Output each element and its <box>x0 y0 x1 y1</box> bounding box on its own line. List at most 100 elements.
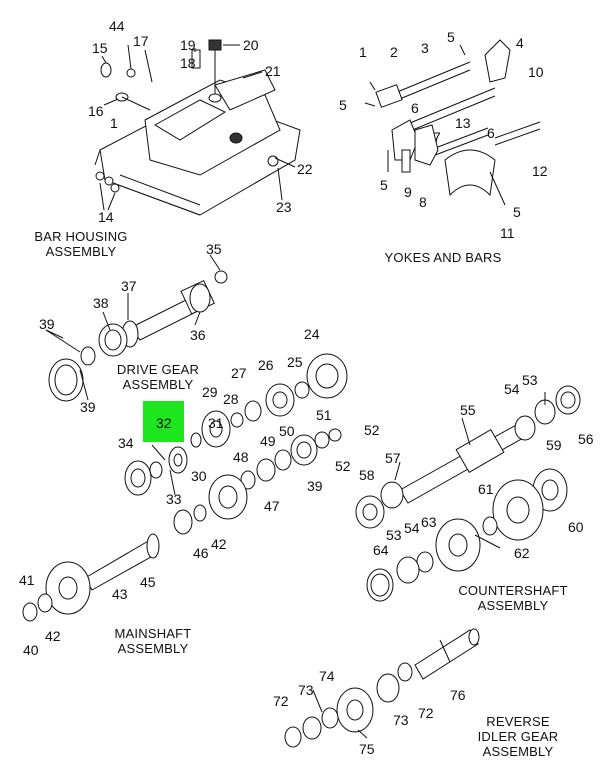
callout[interactable]: 11 <box>500 225 515 241</box>
callout[interactable]: 29 <box>202 384 218 400</box>
mainshaft-illustration <box>22 353 348 622</box>
callout[interactable]: 9 <box>404 184 412 200</box>
callout[interactable]: 57 <box>385 450 401 466</box>
callout[interactable]: 30 <box>191 468 207 484</box>
callout[interactable]: 36 <box>190 327 206 343</box>
callout[interactable]: 4 <box>516 35 524 51</box>
callout[interactable]: 17 <box>133 33 149 49</box>
callout[interactable]: 45 <box>140 574 156 590</box>
callout[interactable]: 18 <box>180 55 196 71</box>
yokes-bars-title: YOKES AND BARS <box>380 250 506 265</box>
callout[interactable]: 34 <box>118 435 134 451</box>
callout[interactable]: 13 <box>455 115 471 131</box>
callout[interactable]: 60 <box>568 519 584 535</box>
callout[interactable]: 6 <box>487 125 495 141</box>
callout[interactable]: 42 <box>45 628 61 644</box>
callout[interactable]: 8 <box>419 194 427 210</box>
callout[interactable]: 54 <box>504 381 520 397</box>
callout[interactable]: 63 <box>421 514 437 530</box>
callout[interactable]: 47 <box>264 498 280 514</box>
bar-housing-title: BAR HOUSING ASSEMBLY <box>28 229 134 259</box>
callout[interactable]: 19 <box>180 37 196 53</box>
callout[interactable]: 62 <box>514 545 530 561</box>
callout[interactable]: 39 <box>307 478 323 494</box>
bar-housing-title-line2: ASSEMBLY <box>45 244 117 259</box>
callout[interactable]: 32 <box>156 415 172 431</box>
drive-gear-title-line2: ASSEMBLY <box>122 377 194 392</box>
callout[interactable]: 16 <box>88 103 104 119</box>
callout[interactable]: 73 <box>298 682 314 698</box>
callout[interactable]: 73 <box>393 712 409 728</box>
callout[interactable]: 55 <box>460 402 476 418</box>
callout[interactable]: 5 <box>380 177 388 193</box>
callout[interactable]: 3 <box>421 40 429 56</box>
callout[interactable]: 75 <box>359 741 375 757</box>
callout[interactable]: 39 <box>80 399 96 415</box>
callout[interactable]: 72 <box>273 693 289 709</box>
drive-gear-title-line1: DRIVE GEAR <box>116 362 200 377</box>
callout[interactable]: 49 <box>260 433 276 449</box>
mainshaft-title-line2: ASSEMBLY <box>117 641 189 656</box>
callout[interactable]: 25 <box>287 354 303 370</box>
callout[interactable]: 51 <box>316 407 332 423</box>
callout[interactable]: 35 <box>206 241 222 257</box>
callout[interactable]: 14 <box>98 209 114 225</box>
callout[interactable]: 27 <box>231 365 247 381</box>
callout[interactable]: 22 <box>297 161 313 177</box>
callout[interactable]: 38 <box>93 295 109 311</box>
callout[interactable]: 53 <box>386 527 402 543</box>
callout[interactable]: 7 <box>433 129 441 145</box>
countershaft-title-line1: COUNTERSHAFT <box>458 583 568 598</box>
callout[interactable]: 5 <box>339 97 347 113</box>
callout[interactable]: 15 <box>92 40 108 56</box>
callout[interactable]: 37 <box>121 278 137 294</box>
callout[interactable]: 2 <box>390 44 398 60</box>
callout[interactable]: 53 <box>522 372 538 388</box>
callout[interactable]: 54 <box>404 520 420 536</box>
callout[interactable]: 52 <box>364 422 380 438</box>
callout[interactable]: 5 <box>513 204 521 220</box>
callout[interactable]: 48 <box>233 449 249 465</box>
callout[interactable]: 6 <box>411 100 419 116</box>
reverse-idler-illustration <box>284 628 480 748</box>
callout[interactable]: 64 <box>373 542 389 558</box>
callout[interactable]: 39 <box>39 316 55 332</box>
callout[interactable]: 40 <box>23 642 39 658</box>
callout[interactable]: 72 <box>418 705 434 721</box>
callout[interactable]: 23 <box>276 199 292 215</box>
callout[interactable]: 33 <box>166 491 182 507</box>
callout[interactable]: 31 <box>208 415 224 431</box>
leader-lines <box>45 254 546 739</box>
callout[interactable]: 74 <box>319 668 335 684</box>
callout[interactable]: 50 <box>279 423 295 439</box>
callout[interactable]: 26 <box>258 357 274 373</box>
countershaft-illustration <box>355 385 581 602</box>
callout[interactable]: 42 <box>211 536 227 552</box>
callout[interactable]: 43 <box>112 586 128 602</box>
countershaft-title: COUNTERSHAFT ASSEMBLY <box>455 583 571 613</box>
callout[interactable]: 59 <box>546 437 562 453</box>
countershaft-title-line2: ASSEMBLY <box>477 598 549 613</box>
callout[interactable]: 12 <box>532 163 548 179</box>
callout[interactable]: 5 <box>447 29 455 45</box>
callout[interactable]: 28 <box>223 391 239 407</box>
callout[interactable]: 24 <box>304 326 320 342</box>
callout[interactable]: 44 <box>109 18 125 34</box>
callout[interactable]: 56 <box>578 431 594 447</box>
bar-housing-illustration <box>94 39 301 216</box>
callout[interactable]: 1 <box>359 44 367 60</box>
callout[interactable]: 58 <box>359 467 375 483</box>
reverse-idler-title-line2: IDLER GEAR <box>477 729 559 744</box>
callout[interactable]: 76 <box>450 687 466 703</box>
callout[interactable]: 1 <box>110 115 118 131</box>
callout[interactable]: 41 <box>19 572 35 588</box>
callout[interactable]: 21 <box>265 63 281 79</box>
callout[interactable]: 20 <box>243 37 259 53</box>
callout[interactable]: 46 <box>193 545 209 561</box>
callout[interactable]: 10 <box>528 64 544 80</box>
reverse-idler-title: REVERSE IDLER GEAR ASSEMBLY <box>468 714 568 759</box>
callout[interactable]: 52 <box>335 458 351 474</box>
highlighted-part-32[interactable] <box>143 401 184 442</box>
callout[interactable]: 61 <box>478 481 494 497</box>
